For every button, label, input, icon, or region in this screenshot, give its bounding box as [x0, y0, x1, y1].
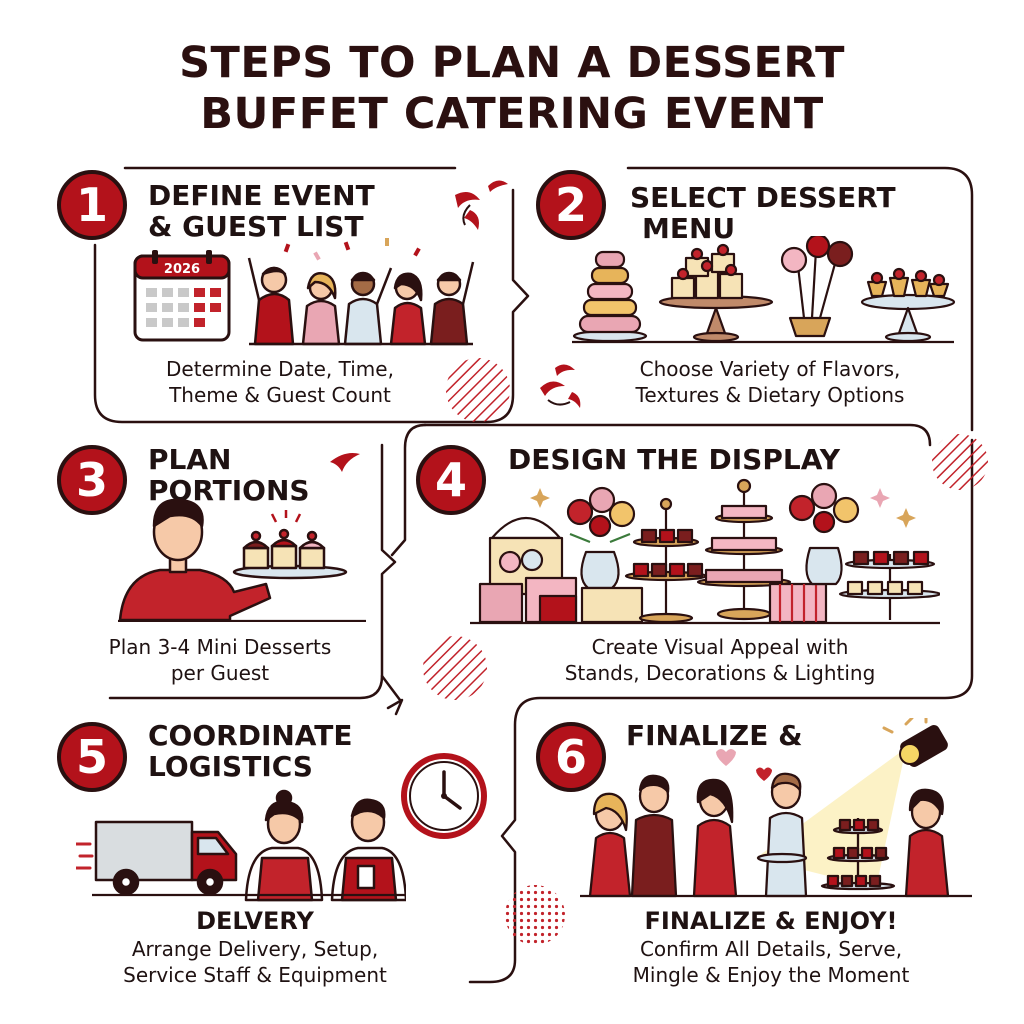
panel-3-outline	[108, 443, 397, 700]
step-5-heading-line-2: LOGISTICS	[148, 750, 313, 783]
hatch-decoration	[446, 358, 510, 422]
step-1-badge: 1	[57, 170, 127, 240]
hatch-decoration	[423, 636, 487, 700]
calendar-icon: 2026	[133, 250, 231, 342]
step-4-description: Create Visual Appeal with Stands, Decora…	[520, 634, 920, 686]
step-2-badge: 2	[536, 170, 606, 240]
step-1-heading: DEFINE EVENT & GUEST LIST	[148, 180, 375, 242]
delivery-truck-icon	[94, 820, 238, 896]
panel-3-to-5-arrow	[380, 674, 404, 716]
clock-icon	[401, 753, 487, 839]
step-4-badge: 4	[416, 445, 486, 515]
step-3-desc-line-1: Plan 3-4 Mini Desserts	[108, 635, 332, 659]
step-1-heading-line-2: & GUEST LIST	[148, 210, 364, 243]
step-5-desc-line-2: Service Staff & Equipment	[123, 963, 387, 987]
step-1-heading-line-1: DEFINE EVENT	[148, 179, 375, 212]
dessert-display-icon	[470, 478, 940, 625]
step-1-desc-line-2: Theme & Guest Count	[169, 383, 391, 407]
step-6-badge: 6	[536, 722, 606, 792]
step-3-description: Plan 3-4 Mini Desserts per Guest	[60, 634, 380, 686]
panel-4-outline	[423, 423, 974, 984]
celebrating-guests-icon	[588, 772, 950, 898]
step-2-heading-line-2: MENU	[642, 212, 736, 245]
step-2-heading: SELECT DESSERT MENU	[630, 182, 896, 244]
tart-stand-icon	[860, 267, 956, 343]
step-6-description: Confirm All Details, Serve, Mingle & Enj…	[586, 936, 956, 988]
calendar-year: 2026	[164, 262, 200, 277]
step-3-heading-line-1: PLAN	[148, 443, 232, 476]
swirl-decoration	[455, 180, 508, 230]
step-4-heading-line-1: DESIGN THE DISPLAY	[508, 443, 840, 476]
step-2-desc-line-2: Textures & Dietary Options	[635, 383, 905, 407]
dots-decoration	[505, 885, 565, 945]
step-4-desc-line-1: Create Visual Appeal with	[591, 635, 849, 659]
hatch-decoration	[932, 434, 988, 490]
step-6-desc-line-1: Confirm All Details, Serve,	[639, 937, 903, 961]
step-6-heading: FINALIZE &	[626, 720, 803, 751]
macaron-tower-icon	[572, 250, 648, 343]
page-title: STEPS TO PLAN A DESSERT BUFFET CATERING …	[0, 38, 1024, 140]
dessert-menu-illustration	[572, 236, 956, 344]
step-3-desc-line-2: per Guest	[170, 661, 270, 685]
cake-pops-icon	[780, 236, 854, 338]
step-5-desc-line-1: Arrange Delivery, Setup,	[131, 937, 379, 961]
swirl-decoration	[330, 453, 360, 472]
panel-2-outline	[626, 166, 974, 432]
step-2-heading-line-1: SELECT DESSERT	[630, 181, 896, 214]
step-1-desc-line-1: Determine Date, Time,	[166, 357, 394, 381]
party-crowd-icon	[247, 238, 475, 346]
step-5-description: Arrange Delivery, Setup, Service Staff &…	[80, 936, 430, 988]
celebration-illustration	[580, 718, 972, 898]
step-6-desc-line-2: Mingle & Enjoy the Moment	[632, 963, 910, 987]
step-5-heading-line-1: COORDINATE	[148, 719, 353, 752]
panel-1-outline	[93, 166, 530, 424]
step-4-heading: DESIGN THE DISPLAY	[508, 444, 840, 475]
step-6-sub-heading: FINALIZE & ENJOY!	[644, 907, 898, 935]
step-5-sub-heading: DELVERY	[196, 907, 314, 935]
swirl-decoration	[540, 364, 581, 408]
step-5-badge: 5	[57, 722, 127, 792]
step-1-description: Determine Date, Time, Theme & Guest Coun…	[100, 356, 460, 408]
step-2-description: Choose Variety of Flavors, Textures & Di…	[590, 356, 950, 408]
step-4-desc-line-2: Stands, Decorations & Lighting	[564, 661, 876, 685]
logistics-illustration	[76, 789, 406, 902]
step-6-heading-line-1: FINALIZE &	[626, 719, 803, 752]
cupcake-stand-icon	[658, 243, 774, 343]
title-line-1: STEPS TO PLAN A DESSERT	[179, 38, 845, 88]
waiter-holding-tray-icon	[118, 498, 366, 622]
step-5-heading: COORDINATE LOGISTICS	[148, 720, 353, 782]
step-3-badge: 3	[57, 445, 127, 515]
panel-4-left-outline	[390, 423, 427, 557]
title-line-2: BUFFET CATERING EVENT	[200, 89, 824, 139]
service-staff-icon	[244, 789, 406, 902]
step-2-desc-line-1: Choose Variety of Flavors,	[639, 357, 901, 381]
